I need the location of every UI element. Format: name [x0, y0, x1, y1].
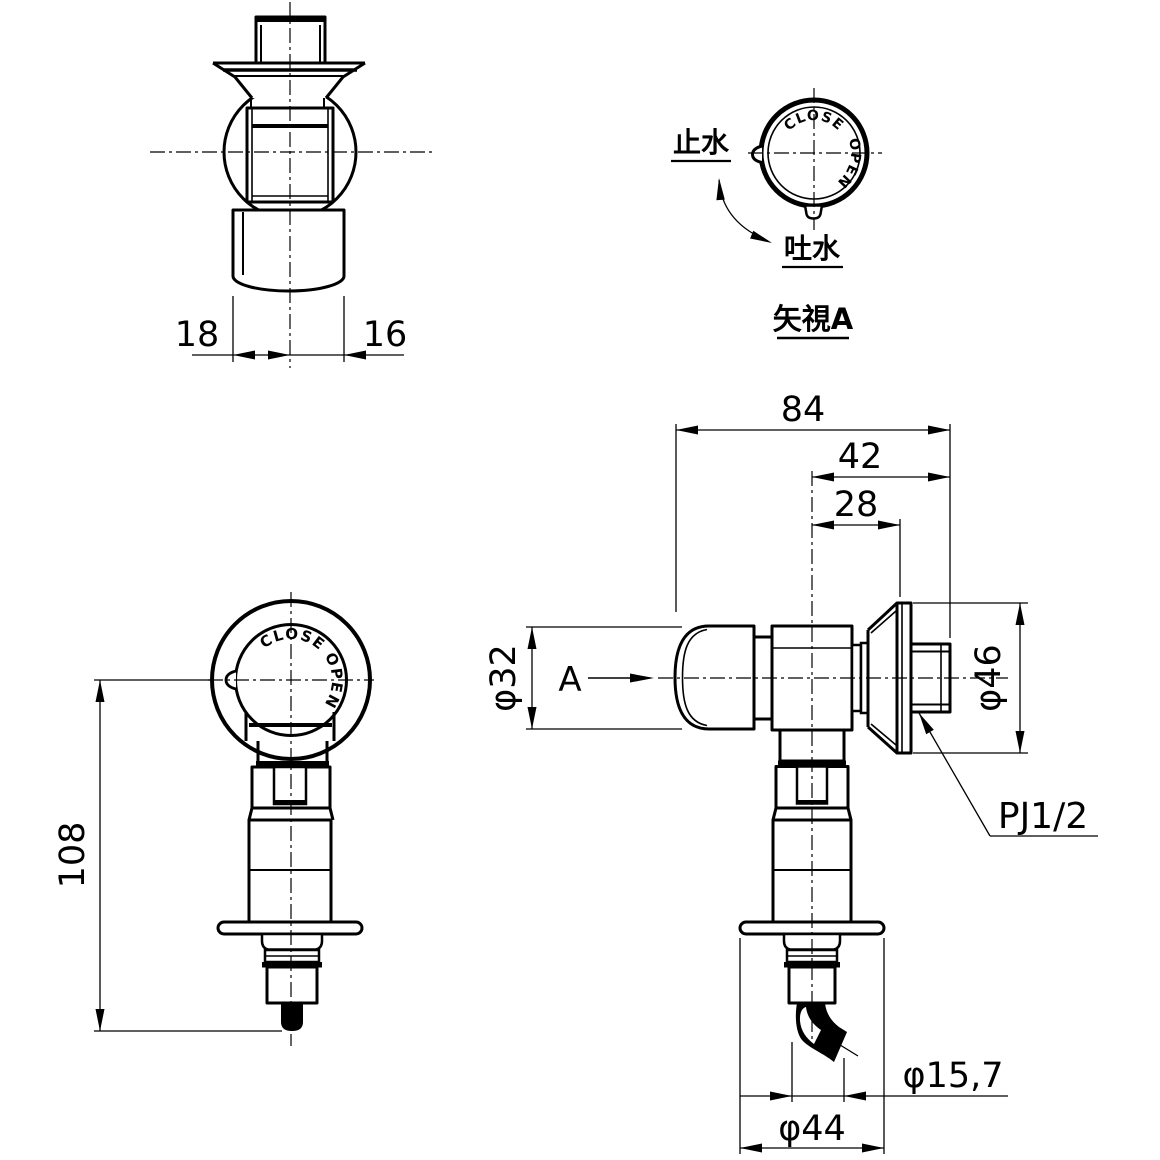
rotation-direction-arrow: [718, 179, 769, 242]
dim-16: 16: [363, 315, 408, 355]
dim-phi44: φ44: [778, 1109, 846, 1149]
dim-42: 42: [838, 437, 883, 477]
front-view: CLOSE OPEN: [53, 592, 374, 1046]
handle-grip-tab-view-a: [750, 144, 763, 164]
view-a: CLOSE OPEN 止水 吐水 矢視A: [671, 88, 882, 340]
dim-108: 108: [53, 822, 93, 889]
view-a-caption: 矢視A: [773, 302, 854, 336]
handle-grip-tab-front: [224, 669, 237, 691]
dim-phi46: φ46: [969, 644, 1009, 712]
dim-84: 84: [781, 390, 826, 430]
mounting-flange-front: [216, 920, 364, 936]
thread-size-label: PJ1/2: [998, 796, 1088, 837]
dim-18: 18: [175, 315, 220, 355]
stop-water-label: 止水: [673, 126, 730, 159]
spout-thread-tip-front: [281, 1003, 303, 1031]
dim-28: 28: [834, 485, 879, 525]
dim-phi32: φ32: [484, 644, 524, 712]
escutcheon-cone-side: [868, 603, 897, 753]
top-view: 18 16: [150, 2, 432, 368]
dim-phi15-7: φ15,7: [902, 1056, 1003, 1096]
side-view: A 84 42 28 φ32 φ46: [484, 390, 1098, 1154]
handle-knob-top: [231, 208, 346, 293]
spout-body-front: [265, 965, 319, 1005]
bonnet-seal-band-front: [256, 761, 329, 767]
discharge-water-label: 吐水: [784, 232, 841, 265]
view-direction-arrow: [630, 673, 654, 683]
view-direction-label: A: [558, 660, 581, 700]
